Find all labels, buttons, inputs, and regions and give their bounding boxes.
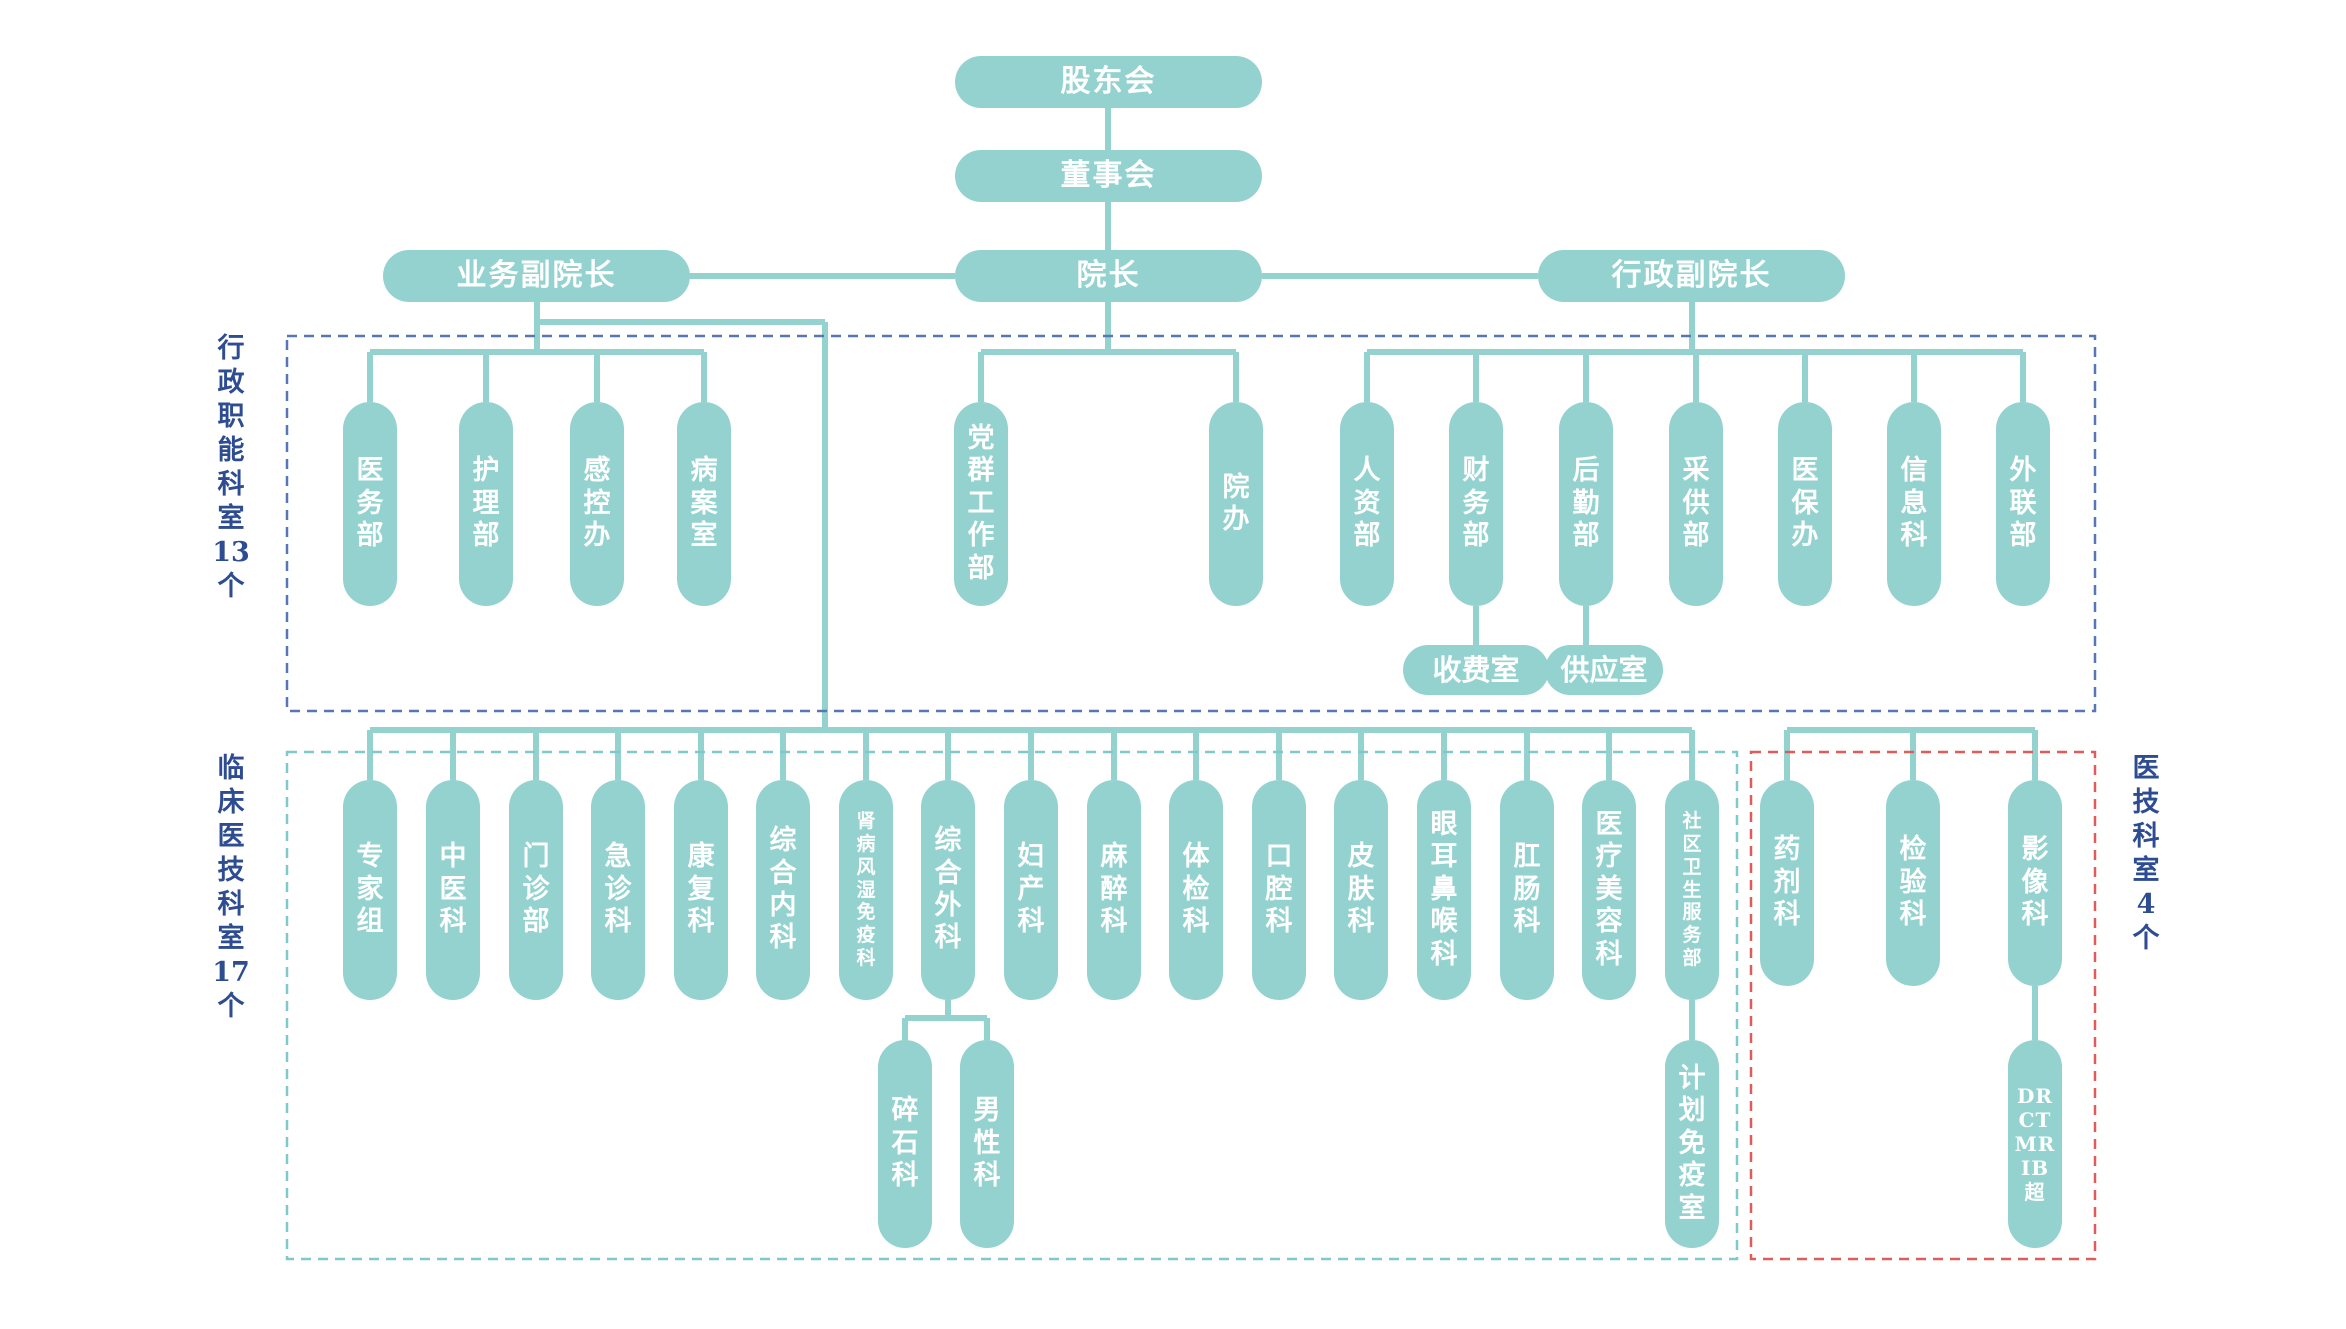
clinical-dept-expert-group[interactable]: 专 家 组 [343,780,397,1000]
clinical-section-label: 临 床 医 技 科 室 17 个 [212,753,250,1022]
admin-child-cashier[interactable]: 收费室 [1403,645,1549,695]
admin-dept-nursing[interactable]: 护 理 部 [459,402,513,606]
admin-dept-procurement[interactable]: 采 供 部 [1669,402,1723,606]
clinical-dept-cosmetic[interactable]: 医 疗 美 容 科 [1582,780,1636,1000]
clinical-dept-obgyn[interactable]: 妇 产 科 [1004,780,1058,1000]
clinical-dept-ent[interactable]: 眼 耳 鼻 喉 科 [1417,780,1471,1000]
admin-dept-party-affairs[interactable]: 党 群 工 作 部 [954,402,1008,606]
tech-section-box [1749,750,2097,1261]
clinical-dept-physical-exam[interactable]: 体 检 科 [1169,780,1223,1000]
clinical-dept-community-health[interactable]: 社 区 卫 生 服 务 部 [1665,780,1719,1000]
board-node[interactable]: 董事会 [955,150,1262,202]
admin-section-box [285,334,2097,713]
admin-dept-it[interactable]: 信 息 科 [1887,402,1941,606]
clinical-dept-dental[interactable]: 口 腔 科 [1252,780,1306,1000]
admin-dept-medical-affairs[interactable]: 医 务 部 [343,402,397,606]
admin-child-supply[interactable]: 供应室 [1545,645,1663,695]
clinical-child-immunization[interactable]: 计 划 免 疫 室 [1665,1040,1719,1248]
admin-dept-hr[interactable]: 人 资 部 [1340,402,1394,606]
tech-dept-pharmacy[interactable]: 药 剂 科 [1760,780,1814,986]
tech-section-label: 医 技 科 室 4 个 [2132,753,2160,954]
admin-dept-medical-insurance[interactable]: 医 保 办 [1778,402,1832,606]
tech-child-imaging-modalities[interactable]: DRCTMRIB超 [2008,1040,2062,1248]
clinical-dept-emergency[interactable]: 急 诊 科 [591,780,645,1000]
president-node[interactable]: 院长 [955,250,1262,302]
tech-dept-imaging[interactable]: 影 像 科 [2008,780,2062,986]
clinical-dept-anesthesia[interactable]: 麻 醉 科 [1087,780,1141,1000]
clinical-dept-nephrology-rheumatology[interactable]: 肾 病 风 湿 免 疫 科 [839,780,893,1000]
vp-business-node[interactable]: 业务副院长 [383,250,690,302]
vp-admin-node[interactable]: 行政副院长 [1538,250,1845,302]
clinical-dept-outpatient[interactable]: 门 诊 部 [509,780,563,1000]
admin-dept-external-relations[interactable]: 外 联 部 [1996,402,2050,606]
admin-section-label: 行 政 职 能 科 室 13 个 [212,333,250,602]
clinical-section-box [285,750,1739,1261]
clinical-dept-tcm[interactable]: 中 医 科 [426,780,480,1000]
admin-dept-finance[interactable]: 财 务 部 [1449,402,1503,606]
clinical-dept-anorectal[interactable]: 肛 肠 科 [1500,780,1554,1000]
shareholders-node[interactable]: 股东会 [955,56,1262,108]
admin-dept-infection-control[interactable]: 感 控 办 [570,402,624,606]
clinical-dept-general-surgery[interactable]: 综 合 外 科 [921,780,975,1000]
clinical-dept-dermatology[interactable]: 皮 肤 科 [1334,780,1388,1000]
admin-dept-logistics[interactable]: 后 勤 部 [1559,402,1613,606]
admin-dept-president-office[interactable]: 院 办 [1209,402,1263,606]
clinical-dept-rehab[interactable]: 康 复 科 [674,780,728,1000]
tech-dept-laboratory[interactable]: 检 验 科 [1886,780,1940,986]
clinical-child-lithotripsy[interactable]: 碎 石 科 [878,1040,932,1248]
admin-dept-medical-records[interactable]: 病 案 室 [677,402,731,606]
clinical-child-andrology[interactable]: 男 性 科 [960,1040,1014,1248]
clinical-dept-internal-medicine[interactable]: 综 合 内 科 [756,780,810,1000]
